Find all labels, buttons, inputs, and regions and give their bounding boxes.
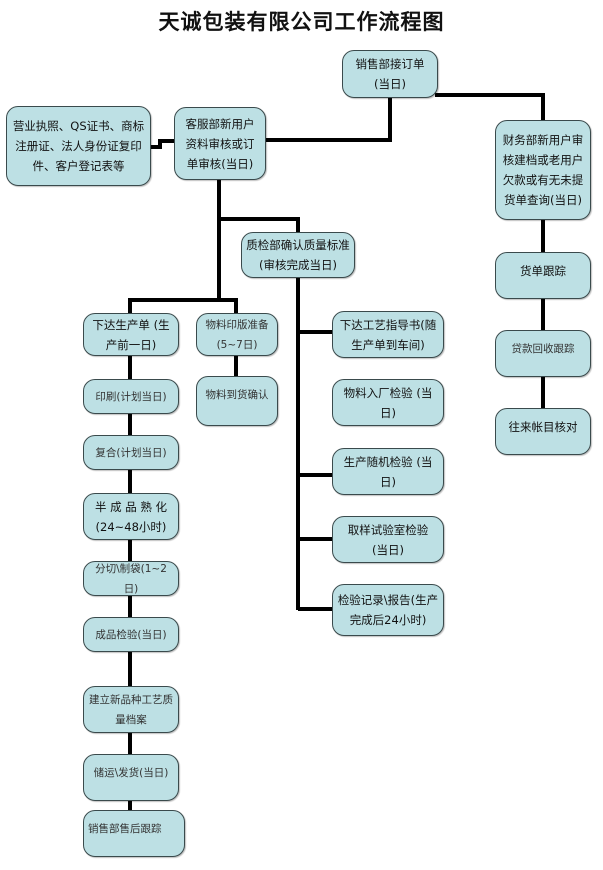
node-shipping[interactable]: 储运\发货(当日) xyxy=(83,754,179,801)
node-material-inspection[interactable]: 物料入厂检验 (当 日) xyxy=(332,379,444,426)
node-lamination[interactable]: 复合(计划当日) xyxy=(83,435,179,470)
node-printing[interactable]: 印刷(计划当日) xyxy=(83,379,179,414)
connector-docs-to-cs xyxy=(151,139,174,149)
node-random-inspection[interactable]: 生产随机检验 (当 日) xyxy=(332,448,444,495)
node-slitting[interactable]: 分切\制袋(1~2日) xyxy=(83,561,179,596)
chart-title: 天诚包装有限公司工作流程图 xyxy=(158,9,445,34)
node-account-reconcile[interactable]: 往来帐目核对 xyxy=(495,408,591,455)
node-production-order[interactable]: 下达生产单 (生 产前一日) xyxy=(83,313,179,356)
node-sales-order[interactable]: 销售部接订单 (当日) xyxy=(342,50,438,98)
node-after-sales[interactable]: 销售部售后跟踪 xyxy=(83,810,185,857)
node-material-prep[interactable]: 物料印版准备 (5~7日) xyxy=(196,313,278,356)
node-final-inspection[interactable]: 成品检验(当日) xyxy=(83,617,179,652)
node-documents[interactable]: 营业执照、QS证书、商标 注册证、法人身份证复印 件、客户登记表等 xyxy=(6,106,151,186)
node-inspection-report[interactable]: 检验记录\报告(生产 完成后24小时) xyxy=(332,584,444,636)
node-customer-service[interactable]: 客服部新用户 资料审核或订 单审核(当日) xyxy=(174,107,266,180)
node-curing[interactable]: 半 成 品 熟 化 (24~48小时) xyxy=(83,493,179,540)
connector-cs-to-qc xyxy=(219,217,300,238)
connector-sales-to-cs xyxy=(265,98,392,142)
node-finance[interactable]: 财务部新用户审 核建档或老用户 欠款或有无未提 货单查询(当日) xyxy=(495,120,591,220)
connector-sales-to-finance xyxy=(435,93,545,120)
node-process-instruction[interactable]: 下达工艺指导书(随 生产单到车间) xyxy=(332,311,444,358)
node-archive[interactable]: 建立新品种工艺质 量档案 xyxy=(83,686,179,733)
node-material-arrival[interactable]: 物料到货确认 xyxy=(196,376,278,426)
node-lab-test[interactable]: 取样试验室检验 (当日) xyxy=(332,516,444,563)
node-payment-tracking[interactable]: 贷款回收跟踪 xyxy=(495,330,591,377)
node-qc-confirm[interactable]: 质检部确认质量标准 (审核完成当日) xyxy=(241,232,355,278)
node-order-tracking[interactable]: 货单跟踪 xyxy=(495,252,591,299)
